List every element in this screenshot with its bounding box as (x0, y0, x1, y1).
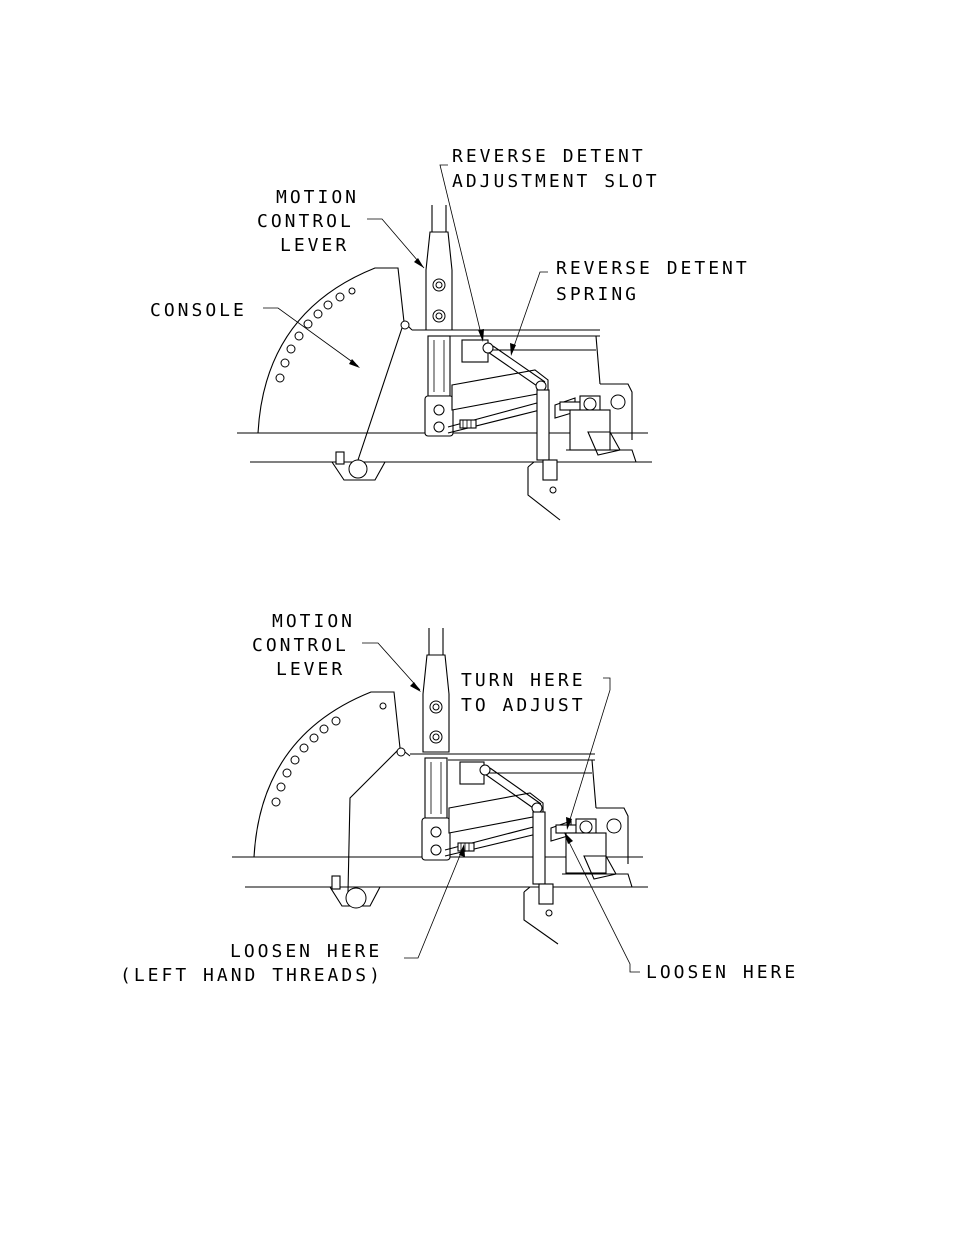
top-lever-label-line2: CONTROL (257, 211, 354, 232)
reverse-detent-spring-label-line2: SPRING (556, 284, 639, 305)
loosen-right-label: LOOSEN HERE (646, 962, 798, 983)
turn-here-label-line2: TO ADJUST (461, 695, 586, 716)
bottom-diagram: MOTION CONTROL LEVER TURN HERE TO ADJUST… (120, 611, 798, 986)
bottom-lever-label-line2: CONTROL (252, 635, 349, 656)
motion-control-lever (425, 205, 453, 436)
top-lever-label-line1: MOTION (276, 187, 359, 208)
motion-control-lever-bottom (422, 628, 450, 860)
console-base-bracket-bottom (330, 876, 380, 908)
reverse-detent-slot-label-line2: ADJUSTMENT SLOT (452, 171, 660, 192)
bottom-labels: MOTION CONTROL LEVER TURN HERE TO ADJUST… (120, 611, 798, 986)
top-diagram: MOTION CONTROL LEVER CONSOLE REVERSE DET… (150, 146, 750, 520)
reverse-detent-spring-label-line1: REVERSE DETENT (556, 258, 750, 279)
loosen-left-label-line1: LOOSEN HERE (230, 941, 382, 962)
console-label: CONSOLE (150, 300, 247, 321)
loosen-left-label-line2: (LEFT HAND THREADS) (120, 965, 383, 986)
bottom-lever-label-line1: MOTION (272, 611, 355, 632)
console-panel-bottom (254, 692, 410, 892)
console-base-bracket (332, 452, 385, 480)
reverse-detent-slot-label-line1: REVERSE DETENT (452, 146, 646, 167)
console-panel (258, 268, 412, 460)
top-lever-label-line3: LEVER (280, 235, 349, 256)
bottom-lever-label-line3: LEVER (276, 659, 345, 680)
turn-here-label-line1: TURN HERE (461, 670, 586, 691)
